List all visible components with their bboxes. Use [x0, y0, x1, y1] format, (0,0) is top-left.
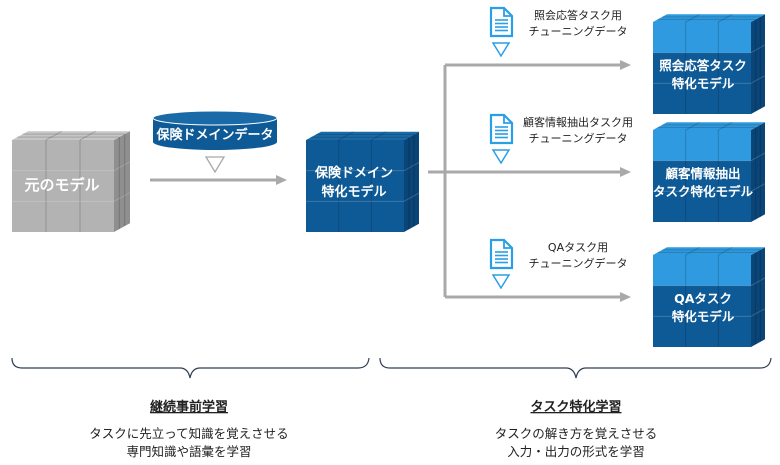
- branch-arrow: [445, 292, 631, 302]
- task-model-cube: [653, 121, 766, 222]
- brace-task-training: [379, 357, 772, 379]
- stage-task-title: タスク特化学習: [530, 399, 621, 415]
- task-model-label-line1: 照会応答タスク: [659, 58, 747, 73]
- document-icon: [489, 238, 514, 270]
- document-icon: [489, 113, 514, 145]
- task-model-cube: [653, 246, 766, 347]
- domain-data-label: 保険ドメインデータ: [155, 127, 273, 143]
- branch-arrow: [445, 60, 631, 70]
- domain-model-cube: [306, 131, 420, 232]
- stage-pretraining-title: 継続事前学習: [150, 399, 228, 415]
- task-model-label-line1: QAタスク: [674, 291, 732, 306]
- task-model-label-line2: 特化モデル: [672, 309, 735, 324]
- brace-pretraining: [11, 357, 370, 379]
- stage-pretraining-desc-line1: タスクに先立って知識を覚えさせる: [89, 426, 288, 441]
- tuning-data-label-line1: 照会応答タスク用: [534, 8, 622, 22]
- down-triangle-icon: [204, 156, 226, 174]
- source-model-label: 元のモデル: [24, 176, 99, 194]
- down-triangle-icon: [491, 42, 511, 58]
- stage-task-desc-line2: 入力・出力の形式を学習: [507, 444, 645, 459]
- task-model-label-line2: タスク特化モデル: [653, 184, 754, 199]
- stage-pretraining-desc-line2: 専門知識や語彙を学習: [126, 444, 251, 459]
- task-model-label-line1: 顧客情報抽出: [665, 166, 740, 181]
- domain-model-label-line1: 保険ドメイン: [314, 165, 393, 181]
- document-icon: [489, 6, 514, 38]
- arrow-source-to-domain: [150, 175, 287, 185]
- branch-arrow: [445, 167, 631, 177]
- down-triangle-icon: [491, 274, 511, 290]
- tuning-data-label-line1: 顧客情報抽出タスク用: [523, 115, 633, 129]
- branch-connectors: [428, 65, 447, 297]
- tuning-data-label-line1: QAタスク用: [548, 241, 608, 254]
- tuning-data-label-line2: チューニングデータ: [529, 131, 628, 145]
- domain-model-label-line2: 特化モデル: [321, 184, 386, 200]
- tuning-data-label-line2: チューニングデータ: [529, 24, 628, 38]
- stage-task-desc-line1: タスクの解き方を覚えさせる: [495, 426, 658, 441]
- database-icon: [152, 110, 278, 150]
- tuning-data-label-line2: チューニングデータ: [529, 256, 628, 270]
- source-model-cube: [12, 130, 131, 232]
- task-model-cube: [653, 13, 766, 114]
- task-model-label-line2: 特化モデル: [672, 76, 735, 91]
- down-triangle-icon: [491, 149, 511, 165]
